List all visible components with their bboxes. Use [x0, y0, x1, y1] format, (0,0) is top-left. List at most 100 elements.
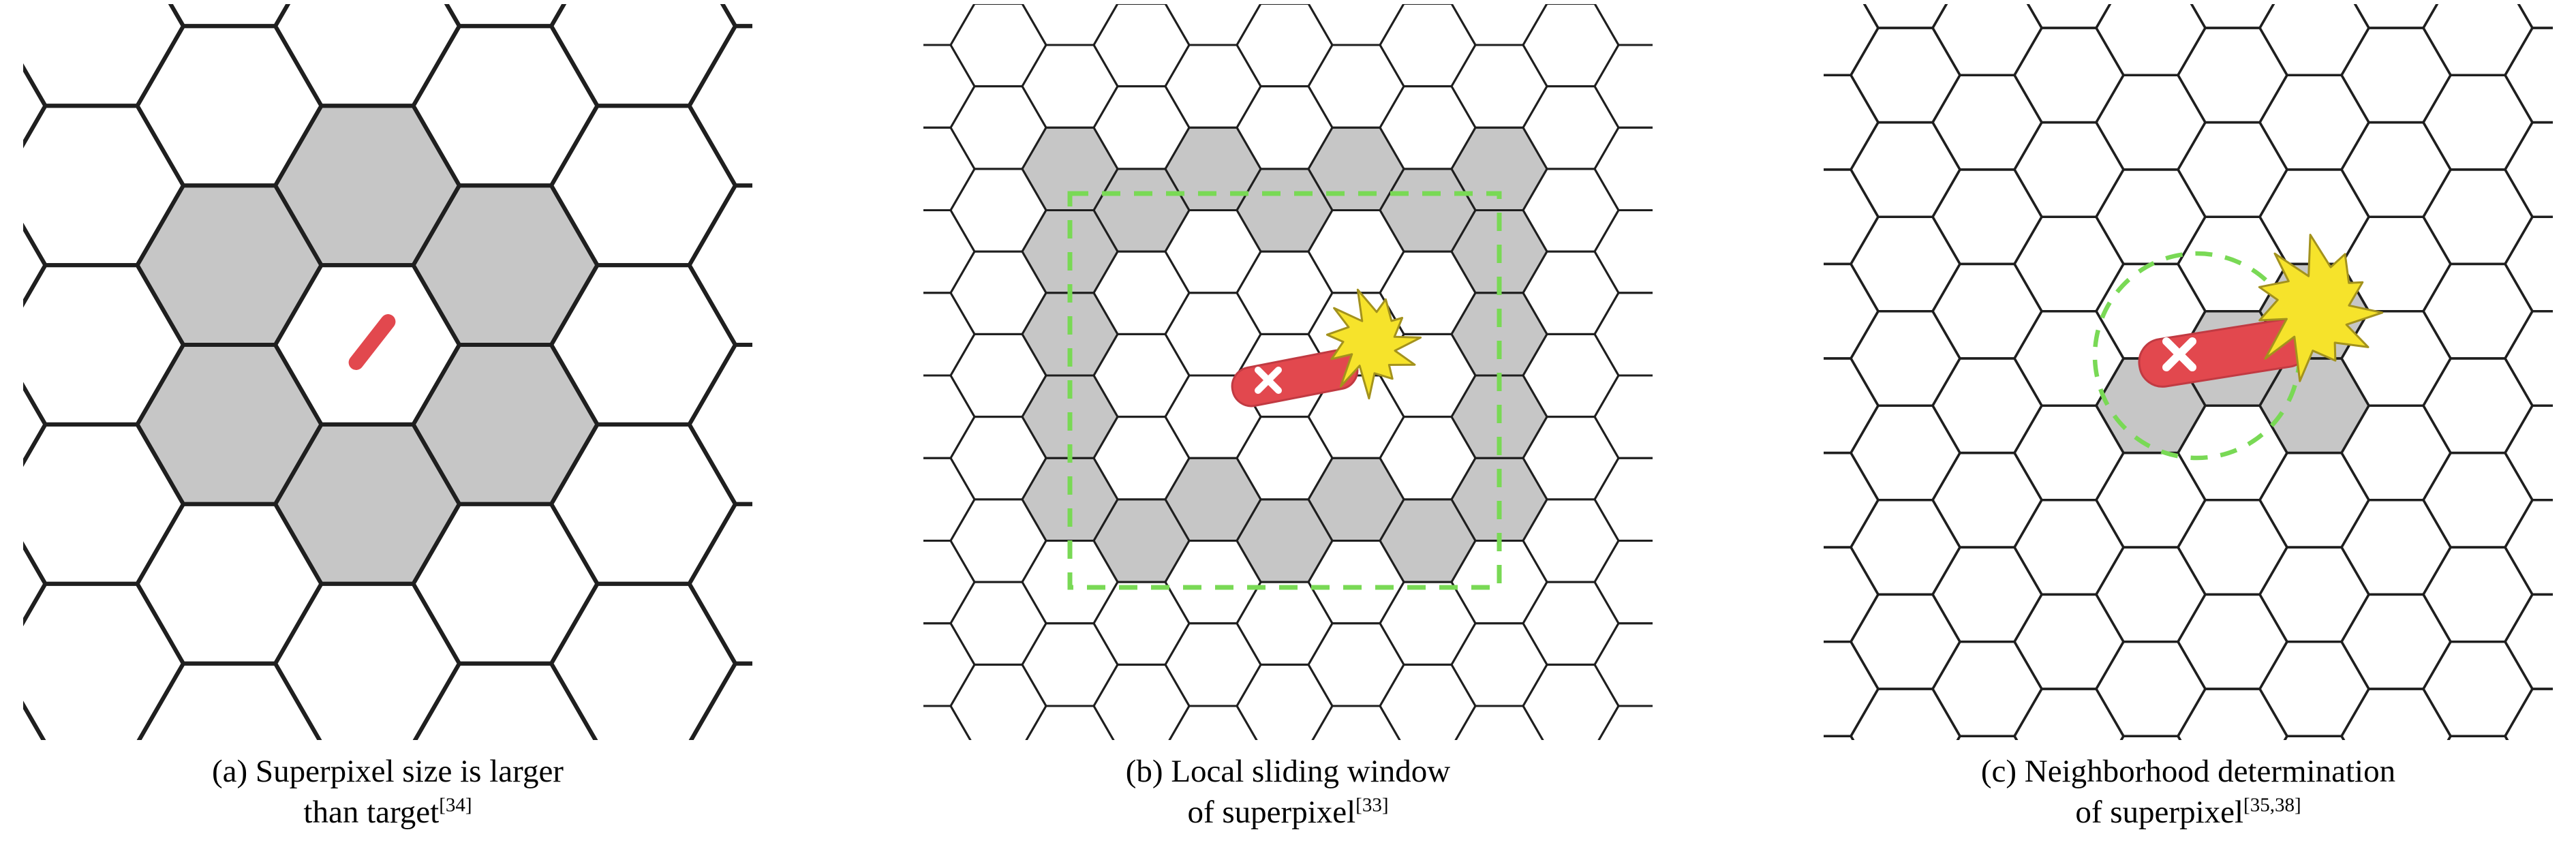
hex-cell — [1380, 86, 1475, 169]
hex-cell — [1237, 499, 1332, 583]
overlay-a — [348, 314, 396, 370]
hex-cell-border — [2503, 404, 2553, 502]
hex-cell — [2260, 4, 2369, 76]
hex-cell — [551, 4, 735, 106]
hex-cell-border — [687, 24, 752, 188]
hex-cell — [1933, 75, 2042, 170]
hex-cell-border — [2503, 688, 2553, 740]
hex-cell — [1094, 582, 1189, 665]
hex-cell-border — [2503, 309, 2553, 407]
hex-cell — [1595, 623, 1653, 706]
hex-cell — [1022, 458, 1118, 541]
hex-cell — [1237, 251, 1332, 335]
hex-cell — [951, 168, 1046, 252]
hex-cell — [1308, 210, 1404, 293]
hexgrid-panel-a — [23, 4, 752, 740]
hexgrid-panel-b — [923, 4, 1653, 740]
target-yellow-region — [2258, 234, 2384, 382]
hex-cell — [446, 4, 564, 27]
hex-cell — [1456, 706, 1543, 740]
hex-cell — [1523, 4, 1619, 87]
hex-cell — [1094, 334, 1189, 417]
hex-cell — [689, 345, 752, 504]
hex-cell — [1165, 127, 1261, 211]
hex-cell — [2260, 452, 2369, 548]
hex-cell — [951, 334, 1046, 417]
hex-cell-border — [1593, 44, 1653, 129]
hex-cell — [23, 226, 46, 304]
hex-cell — [2505, 689, 2553, 740]
hex-cell — [1022, 4, 1118, 45]
hex-cell — [1933, 452, 2042, 548]
hex-cell — [2260, 169, 2369, 264]
hex-cell-border — [687, 502, 752, 666]
citation-a: [34] — [439, 794, 472, 816]
hex-cell — [1380, 168, 1475, 252]
hex-cell — [1851, 499, 1960, 595]
hex-cell — [2518, 4, 2553, 28]
hex-cell — [23, 424, 183, 584]
hex-cell — [951, 582, 1046, 665]
hex-cell — [1094, 416, 1189, 499]
hex-cell — [1380, 416, 1475, 499]
hex-cell-border — [1593, 457, 1653, 542]
hex-cell — [2014, 499, 2123, 595]
hex-cell — [137, 185, 322, 345]
hex-cell — [275, 4, 459, 106]
hex-cell — [1237, 582, 1332, 665]
hex-cell — [2505, 217, 2553, 311]
hex-cell — [1237, 416, 1332, 499]
hex-cell — [2096, 641, 2205, 737]
hex-cell — [1308, 458, 1404, 541]
hex-cell — [1851, 28, 1960, 123]
hex-cell — [2096, 452, 2205, 548]
hex-cell — [1380, 664, 1475, 740]
hex-cell — [689, 185, 752, 345]
hex-cell — [2014, 405, 2123, 500]
hex-cell — [1851, 405, 1960, 500]
hex-cell — [551, 106, 735, 266]
hex-cell — [2505, 311, 2553, 406]
overlay-c — [2092, 234, 2384, 461]
hex-cell — [1237, 4, 1332, 87]
hex-cell — [23, 386, 46, 463]
hex-cell — [1851, 217, 1960, 311]
hex-cell — [139, 663, 320, 740]
hex-cell — [1523, 416, 1619, 499]
hex-cell — [2505, 28, 2553, 123]
hex-cell — [1165, 210, 1261, 293]
hex-cell — [1022, 623, 1118, 706]
caption-b-line2: of superpixel[33] — [923, 792, 1653, 833]
hex-cell — [1308, 375, 1404, 459]
hex-cell — [1851, 689, 1960, 740]
hex-cell — [1165, 4, 1261, 45]
hex-cell — [1094, 499, 1189, 583]
hex-cell — [2014, 689, 2123, 740]
hex-cell — [137, 26, 322, 186]
hex-cell — [2014, 217, 2123, 311]
hex-cell — [1595, 375, 1653, 459]
hex-cell — [1864, 4, 1947, 28]
hex-cell — [1595, 210, 1653, 293]
hex-cell-border — [2503, 121, 2553, 218]
caption-b: (b) Local sliding window of superpixel[3… — [923, 751, 1653, 833]
hex-cell — [2505, 122, 2553, 217]
hex-cell — [413, 345, 598, 504]
hex-cell — [137, 504, 322, 664]
hexgrid-panel-c — [1824, 4, 2553, 740]
hex-cell — [2027, 4, 2111, 28]
hex-cell-border — [2503, 499, 2553, 596]
caption-a-line2: than target[34] — [23, 792, 752, 833]
hex-cell — [2505, 594, 2553, 689]
hex-cell — [1595, 45, 1653, 128]
hex-cell — [23, 583, 183, 740]
hex-cell — [1595, 127, 1653, 211]
subfigure-b: (b) Local sliding window of superpixel[3… — [923, 4, 1653, 833]
hex-cell — [2423, 452, 2532, 548]
caption-a: (a) Superpixel size is larger than targe… — [23, 751, 752, 833]
hex-cell — [1165, 45, 1261, 128]
hex-cell — [23, 545, 46, 623]
hex-cell — [2423, 169, 2532, 264]
overlay-b — [1067, 191, 1502, 590]
hex-cell — [1851, 594, 1960, 689]
